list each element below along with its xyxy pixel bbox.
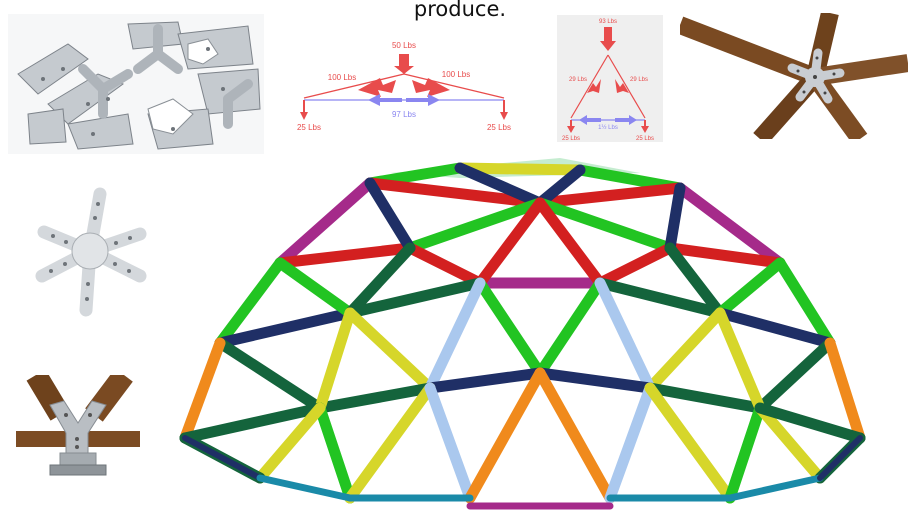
top-load-label: 50 Lbs	[392, 41, 416, 50]
triangle-right-reaction-label: 25 Lbs	[636, 136, 654, 142]
bottom-member-label: 97 Lbs	[392, 110, 416, 119]
y-post-bracket-image	[16, 375, 140, 487]
force-diagram-wide: 50 Lbs 100 Lbs 100 Lbs 97 Lbs 25 Lbs 25 …	[297, 41, 511, 132]
triangle-right-member-label: 29 Lbs	[630, 77, 648, 83]
six-arm-star-plate-image	[35, 187, 147, 317]
triangle-left-reaction-label: 25 Lbs	[562, 136, 580, 142]
force-diagram-triangle: 93 Lbs 29 Lbs 29 Lbs 1½ Lbs 25 Lbs 25 Lb…	[557, 15, 663, 142]
five-way-wood-hub-image	[680, 13, 908, 139]
left-reaction-label: 25 Lbs	[297, 123, 321, 132]
steel-hub-brackets-image	[8, 14, 264, 154]
triangle-top-load-label: 93 Lbs	[599, 19, 617, 25]
triangle-left-member-label: 29 Lbs	[569, 77, 587, 83]
page-caption: produce.	[413, 0, 507, 21]
right-member-label: 100 Lbs	[442, 70, 470, 79]
geodesic-dome-render	[179, 158, 866, 510]
left-member-label: 100 Lbs	[328, 73, 356, 82]
right-reaction-label: 25 Lbs	[487, 123, 511, 132]
triangle-bottom-member-label: 1½ Lbs	[598, 124, 618, 131]
